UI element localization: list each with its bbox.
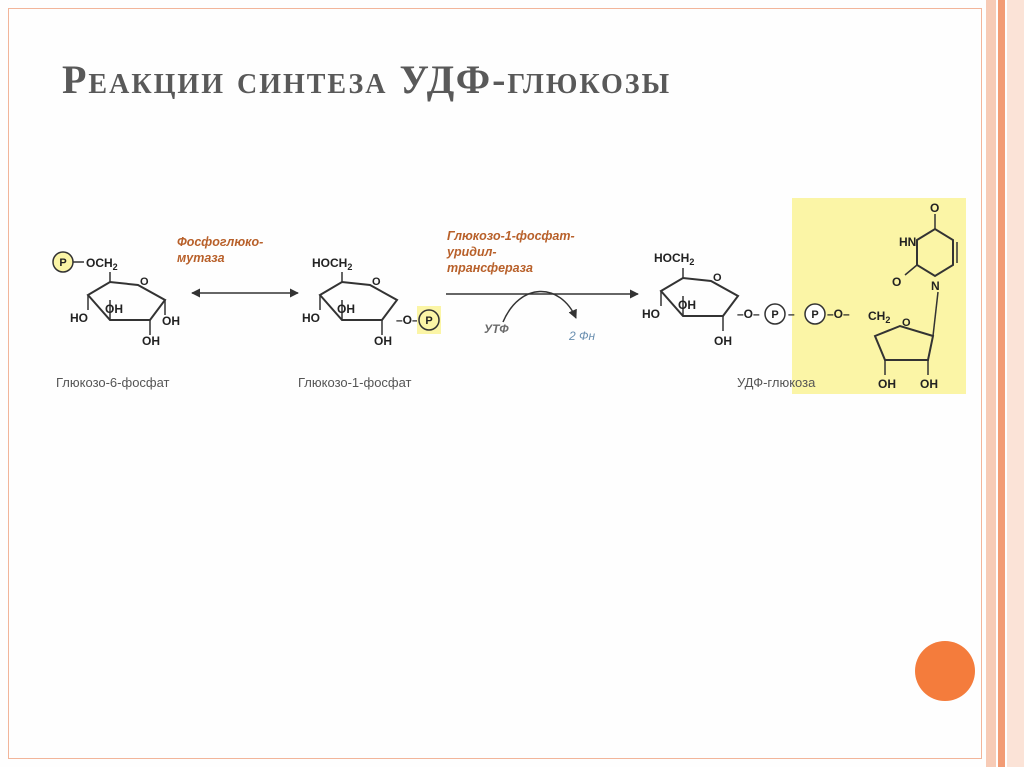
svg-text:CH2: CH2 bbox=[868, 309, 890, 325]
ho-label: HO bbox=[642, 307, 660, 321]
phosphate-symbol: P bbox=[771, 309, 778, 321]
n-label: N bbox=[931, 279, 940, 293]
oh-label: OH bbox=[878, 377, 896, 391]
oh-label: OH bbox=[714, 334, 732, 348]
svg-text:OCH2: OCH2 bbox=[86, 256, 118, 272]
och2-label: OCH bbox=[86, 256, 113, 270]
oh-label: OH bbox=[337, 302, 355, 316]
oxygen-label: O bbox=[930, 201, 939, 215]
subscript-2: 2 bbox=[885, 315, 890, 325]
enzyme-2-label: Глюкозо-1-фосфат- уридил- трансфераза bbox=[446, 229, 578, 275]
compound-name-udp-glucose: УДФ-глюкоза bbox=[737, 375, 816, 390]
reaction-diagram: P OCH2 O HO OH OH OH Фосфоглюко- мутаза … bbox=[52, 198, 966, 394]
cofactor-curve-arrow bbox=[502, 290, 577, 323]
ester-link: –O– bbox=[396, 313, 419, 327]
hoch2-label: HOCH bbox=[654, 251, 689, 265]
phosphate-circle bbox=[804, 303, 826, 325]
oh-label: OH bbox=[105, 302, 123, 316]
phosphate-symbol: P bbox=[425, 315, 432, 327]
oh-label: OH bbox=[162, 314, 180, 328]
slide-title: Реакции синтеза УДФ-глюкозы bbox=[62, 57, 672, 102]
ho-label: HO bbox=[70, 311, 88, 325]
ring-oxygen: O bbox=[713, 272, 722, 284]
subscript-2: 2 bbox=[347, 262, 352, 272]
decorative-orange-circle bbox=[915, 641, 975, 701]
subscript-2: 2 bbox=[689, 257, 694, 267]
phosphate-circle bbox=[764, 303, 786, 325]
glucose-1-phosphate-structure: HOCH2 O HO OH OH –O– P bbox=[302, 256, 441, 348]
udp-glucose-structure: HOCH2 O HO OH OH –O– P – P –O– CH2 O OH … bbox=[642, 201, 958, 391]
oh-label: OH bbox=[142, 334, 160, 348]
ester-link: –O– bbox=[737, 307, 760, 321]
svg-text:HOCH2: HOCH2 bbox=[312, 256, 352, 272]
phosphate-symbol: P bbox=[59, 257, 66, 269]
udp-highlight-box bbox=[792, 198, 966, 394]
cofactor-in-label: УТФ bbox=[484, 322, 509, 336]
side-stripe-dark bbox=[998, 0, 1005, 767]
glucose-6-phosphate-structure: P OCH2 O HO OH OH OH bbox=[52, 251, 180, 348]
oxygen-label: O bbox=[892, 275, 901, 289]
phosphate-symbol: P bbox=[811, 309, 818, 321]
enzyme-1-label: Фосфоглюко- мутаза bbox=[177, 235, 267, 265]
oh-label: OH bbox=[920, 377, 938, 391]
side-stripe-light bbox=[986, 0, 996, 767]
svg-text:HOCH2: HOCH2 bbox=[654, 251, 694, 267]
ring-oxygen: O bbox=[140, 276, 149, 288]
phosphate-circle bbox=[418, 309, 440, 331]
oh-label: OH bbox=[374, 334, 392, 348]
ring-oxygen: O bbox=[372, 276, 381, 288]
hoch2-label: HOCH bbox=[312, 256, 347, 270]
side-stripe-pale bbox=[1007, 0, 1024, 767]
hn-label: HN bbox=[899, 235, 916, 249]
compound-name-glucose-1-phosphate: Глюкозо-1-фосфат bbox=[298, 375, 412, 390]
anhydride-link: – bbox=[788, 307, 795, 321]
oh-label: OH bbox=[678, 298, 696, 312]
compound-name-glucose-6-phosphate: Глюкозо-6-фосфат bbox=[56, 375, 170, 390]
ho-label: HO bbox=[302, 311, 320, 325]
cofactor-out-label: 2 Фн bbox=[568, 329, 596, 343]
subscript-2: 2 bbox=[113, 262, 118, 272]
ring-oxygen: O bbox=[902, 317, 911, 329]
ester-link: –O– bbox=[827, 307, 850, 321]
ch2-label: CH bbox=[868, 309, 885, 323]
